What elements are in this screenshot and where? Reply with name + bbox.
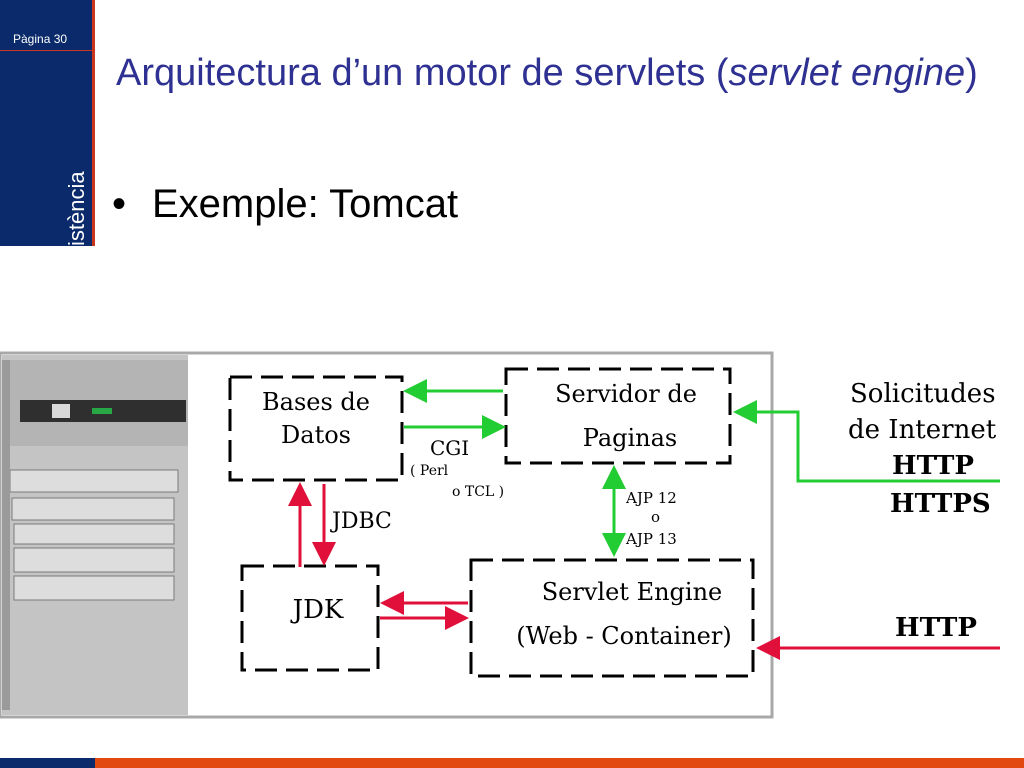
- bases-de-datos-box: [228, 375, 404, 482]
- jdk-box: [240, 564, 380, 672]
- http-label-2: HTTP: [895, 613, 977, 643]
- internet-to-servidor-arrow: [733, 400, 1000, 483]
- solicitudes-label-2: de Internet: [848, 415, 997, 445]
- bullet-item: • Exemple: Tomcat: [112, 182, 458, 227]
- ajp12-label: AJP 12: [625, 489, 677, 507]
- solicitudes-label-1: Solicitudes: [850, 379, 996, 409]
- page-number: Pàgina 30: [13, 32, 68, 46]
- servidor-paginas-box: [504, 367, 732, 465]
- sidebar-accent-line: [92, 0, 95, 246]
- sidebar-top-block: [0, 0, 92, 51]
- bottom-blue-bar: [0, 758, 95, 768]
- jdk-label: JDK: [290, 595, 344, 625]
- servlet-engine-label-2: (Web - Container): [516, 622, 731, 650]
- bullet-dot-icon: •: [112, 182, 127, 226]
- bottom-accent-bar: [0, 758, 1024, 768]
- ajp13-label: AJP 13: [625, 530, 677, 548]
- http-label-1: HTTP: [892, 451, 974, 481]
- servlet-engine-label-1: Servlet Engine: [542, 578, 723, 606]
- ajp-or-label: o: [651, 508, 660, 526]
- jdbc-label: JDBC: [330, 509, 392, 534]
- cgi-label: CGI: [430, 436, 469, 460]
- servidor-label-1: Servidor de: [555, 380, 697, 408]
- cgi-tcl-label: o TCL ): [452, 484, 504, 500]
- servlet-engine-box: [469, 558, 755, 678]
- bullet-text: Exemple: Tomcat: [152, 182, 459, 226]
- slide-title: Arquitectura d’un motor de servlets (ser…: [116, 52, 978, 94]
- cgi-perl-label: ( Perl: [410, 463, 449, 479]
- bases-de-datos-label-2: Datos: [281, 421, 351, 449]
- sidebar-band: Pàgina 30 istència: [0, 0, 92, 246]
- https-label: HTTPS: [890, 489, 991, 519]
- bases-de-datos-label-1: Bases de: [262, 388, 370, 416]
- server-cabinet-icon: [2, 355, 188, 715]
- servidor-label-2: Paginas: [583, 424, 678, 452]
